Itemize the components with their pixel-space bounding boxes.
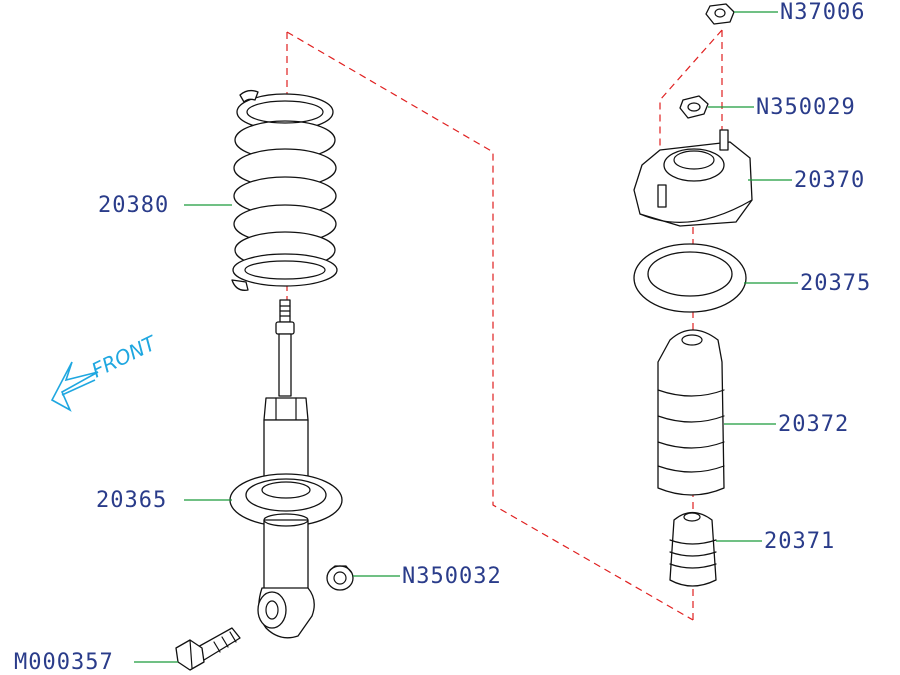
assembly-guide-lines bbox=[286, 29, 723, 621]
front-arrow-icon bbox=[50, 361, 99, 412]
part-label-n37006: N37006 bbox=[780, 0, 865, 25]
part-labels: N37006 N350029 20370 20375 20372 20371 2… bbox=[14, 0, 871, 675]
spring-seat-insulator bbox=[633, 243, 747, 313]
bump-stop bbox=[669, 511, 717, 587]
leader-lines bbox=[134, 11, 798, 663]
lower-bolt bbox=[175, 627, 241, 671]
part-label-20370: 20370 bbox=[794, 168, 865, 193]
top-nut bbox=[705, 3, 735, 25]
part-label-20372: 20372 bbox=[778, 412, 849, 437]
shock-absorber bbox=[229, 299, 343, 639]
mount-nut bbox=[679, 95, 709, 119]
front-label: FRONT bbox=[88, 330, 162, 382]
coil-spring bbox=[231, 89, 338, 291]
part-label-n350029: N350029 bbox=[756, 95, 856, 120]
part-label-20375: 20375 bbox=[800, 271, 871, 296]
front-direction-indicator: FRONT bbox=[50, 330, 162, 412]
part-label-n350032: N350032 bbox=[402, 564, 502, 589]
dust-boot bbox=[657, 329, 725, 496]
part-label-m000357: M000357 bbox=[14, 650, 114, 675]
lower-flange-nut bbox=[326, 565, 354, 591]
part-label-20371: 20371 bbox=[764, 529, 835, 554]
strut-mount bbox=[633, 129, 753, 227]
part-label-20365: 20365 bbox=[96, 488, 167, 513]
part-label-20380: 20380 bbox=[98, 193, 169, 218]
